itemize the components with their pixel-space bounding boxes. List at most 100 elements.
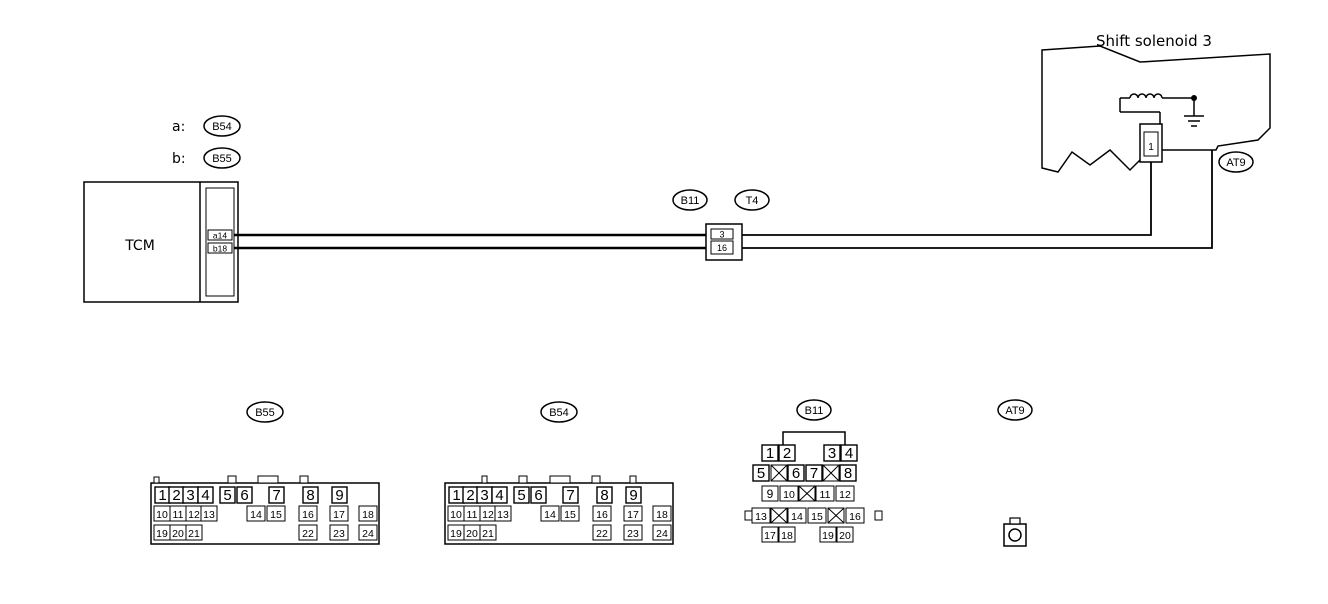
pin-number: 9 <box>629 487 637 504</box>
solenoid-connector-box: 1 <box>1139 123 1163 163</box>
pin-cell: 21 <box>185 524 203 541</box>
connector-tag-b55: B55 <box>246 401 284 423</box>
tcm-pin-label: b18 <box>213 244 227 254</box>
pin-number: 17 <box>333 509 345 521</box>
transmission-outline <box>1041 45 1271 173</box>
pin-number: 13 <box>203 509 215 521</box>
pin-number: 11 <box>820 489 831 501</box>
pin-cell: 6 <box>787 464 805 482</box>
pin-cell: 7 <box>268 486 285 504</box>
pin-cell: 8 <box>839 464 857 482</box>
pin-cell: 9 <box>625 486 642 504</box>
svg-text:B55: B55 <box>255 407 275 419</box>
pin-number: 24 <box>656 528 668 540</box>
junction-connector: B11 T4 3 16 <box>672 189 770 261</box>
pin-number: 16 <box>302 509 314 521</box>
pin-cell: 4 <box>491 486 508 504</box>
pin-number: 19 <box>450 528 462 540</box>
pin-cell: 16 <box>845 507 865 524</box>
pin-cell: 19 <box>447 524 465 541</box>
pin-cell: 3 <box>476 486 493 504</box>
pin-number: 11 <box>467 509 478 521</box>
pin-number: 5 <box>757 465 765 482</box>
pin-cell: 5 <box>513 486 530 504</box>
pin-number: 24 <box>362 528 374 540</box>
pin-cell: 14 <box>540 505 560 522</box>
pin-cell: 20 <box>836 526 854 543</box>
pin-cell: 3 <box>182 486 199 504</box>
pin-cell: 1 <box>761 444 779 462</box>
blank-pin-cross <box>827 507 845 524</box>
pin-cell: 18 <box>778 526 796 543</box>
ground-icon <box>1184 95 1204 127</box>
pin-number: 6 <box>792 465 800 482</box>
pin-cell: 17 <box>761 526 779 543</box>
pin-number: 17 <box>764 530 776 542</box>
pin-cell: 10 <box>779 485 799 502</box>
pin-number: 7 <box>810 465 818 482</box>
pin-number: 22 <box>302 528 314 540</box>
pin-cell: 15 <box>560 505 580 522</box>
pin-number: 11 <box>173 509 184 521</box>
connector-tag-b11: B11 <box>796 399 832 421</box>
pin-cell: 1 <box>448 486 465 504</box>
pin-number: 8 <box>306 487 314 504</box>
pin-number: 4 <box>201 487 209 504</box>
pin-cell: 17 <box>329 505 349 522</box>
pin-cell: 11 <box>463 505 481 522</box>
junction-pin: 16 <box>717 243 727 253</box>
pin-number: 10 <box>156 509 168 521</box>
pin-cell: 4 <box>197 486 214 504</box>
pin-number: 5 <box>223 487 231 504</box>
pin-number: 6 <box>240 487 248 504</box>
pin-number: 20 <box>839 530 851 542</box>
pin-cell: 16 <box>592 505 612 522</box>
pin-cell: 8 <box>302 486 319 504</box>
pin-cell: 2 <box>778 444 796 462</box>
pin-cell: 9 <box>331 486 348 504</box>
junction-pin: 3 <box>719 230 724 240</box>
pin-cell: 15 <box>807 507 827 524</box>
pin-number: 23 <box>333 528 345 540</box>
pin-cell: 17 <box>623 505 643 522</box>
pin-number: 1 <box>158 487 166 504</box>
connector-tag-at9: AT9 <box>1218 151 1254 173</box>
pin-number: 3 <box>480 487 488 504</box>
pin-cell: 12 <box>479 505 497 522</box>
pin-cell: 15 <box>266 505 286 522</box>
pin-number: 3 <box>828 445 836 462</box>
pin-cell: 22 <box>592 524 612 541</box>
pin-cell: 24 <box>652 524 672 541</box>
pin-cell: 23 <box>623 524 643 541</box>
pin-number: 15 <box>564 509 576 521</box>
solenoid-coil-icon <box>1119 93 1194 124</box>
pin-cell: 11 <box>815 485 835 502</box>
pin-cell: 20 <box>463 524 481 541</box>
pin-number: 18 <box>656 509 668 521</box>
pin-number: 7 <box>272 487 280 504</box>
pin-number: 14 <box>791 511 803 523</box>
pin-cell: 23 <box>329 524 349 541</box>
pin-cell: 12 <box>835 485 855 502</box>
connector-tag-b54: B54 <box>540 401 578 423</box>
connector-ref-id: B54 <box>212 121 232 133</box>
pin-cell: 9 <box>761 485 779 502</box>
pin-cell: 2 <box>462 486 479 504</box>
pin-cell: 14 <box>246 505 266 522</box>
pin-number: 7 <box>566 487 574 504</box>
pin-number: 21 <box>188 528 200 540</box>
pin-cell: 20 <box>169 524 187 541</box>
pin-number: 14 <box>250 509 262 521</box>
pin-number: 16 <box>849 511 861 523</box>
svg-text:AT9: AT9 <box>1005 405 1024 417</box>
pin-number: 9 <box>767 487 774 501</box>
tcm-label: TCM <box>124 238 155 254</box>
pin-number: 15 <box>270 509 282 521</box>
pin-number: 19 <box>156 528 168 540</box>
pin-cell: 8 <box>596 486 613 504</box>
pin-cell: 6 <box>236 486 253 504</box>
svg-text:AT9: AT9 <box>1226 157 1245 169</box>
pin-cell: 24 <box>358 524 378 541</box>
tcm-pin-label: a14 <box>213 231 227 241</box>
